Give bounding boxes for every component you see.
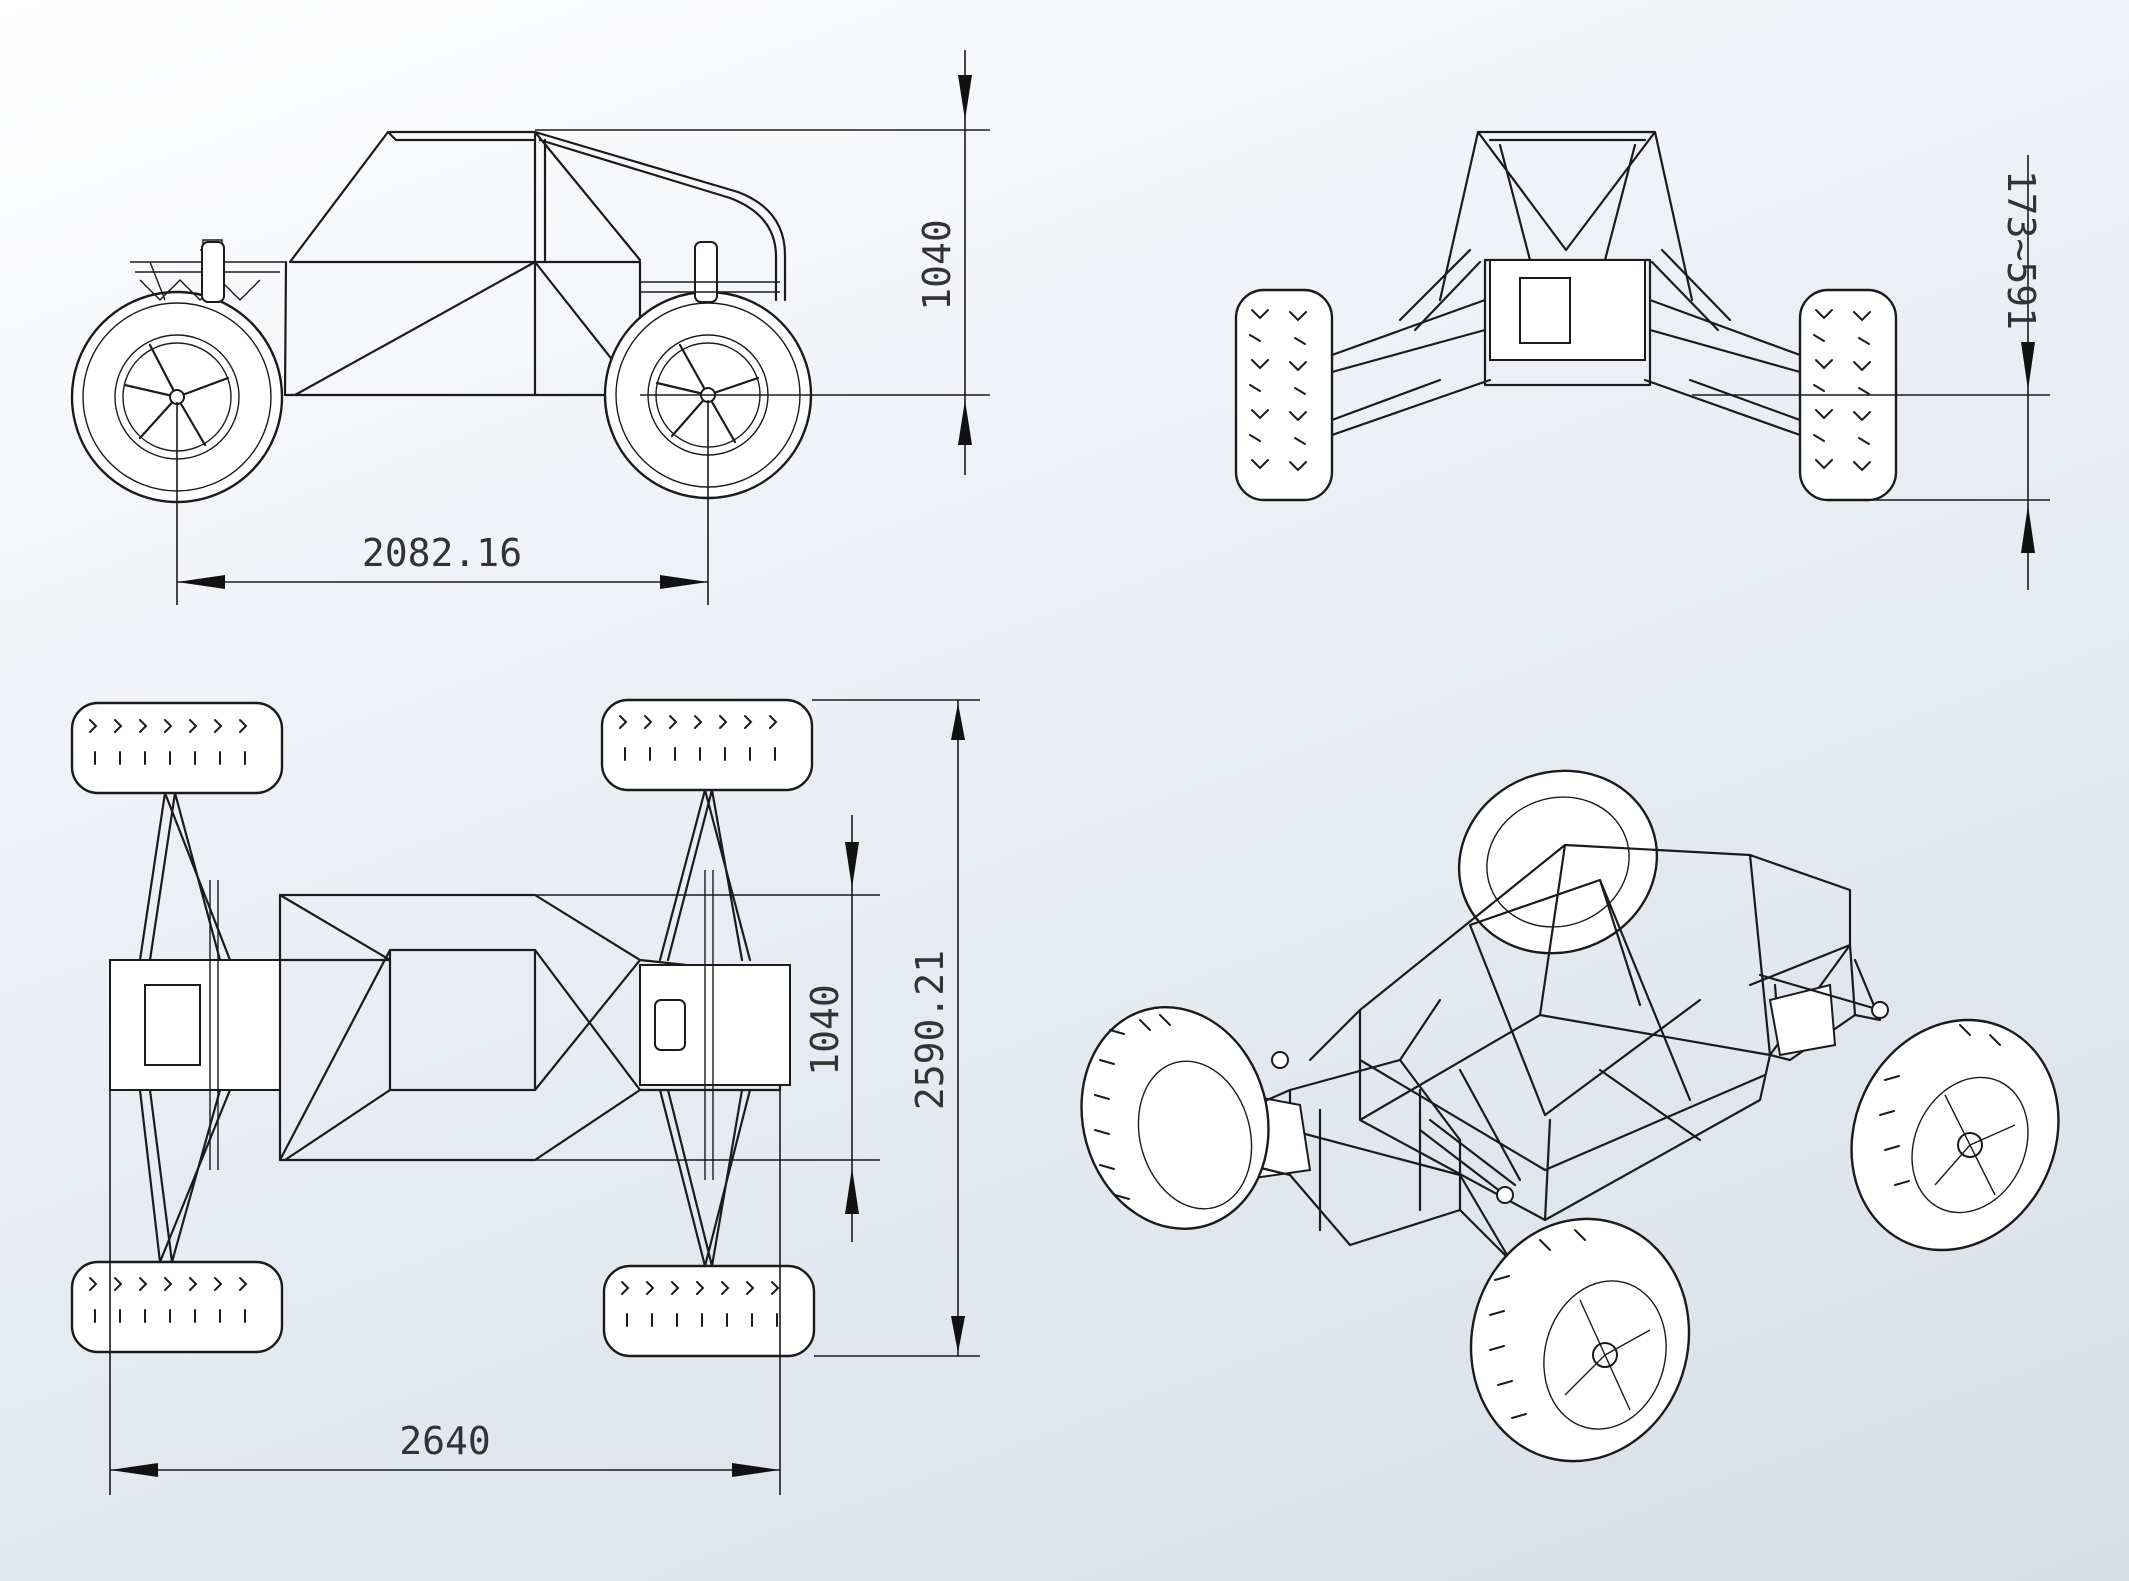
iso-roll-cage — [1358, 843, 1852, 1222]
iso-front-subframe — [1288, 1058, 1462, 1247]
isometric-view — [1080, 769, 2060, 1463]
top-inner-width-dimension: 1040 — [535, 815, 880, 1242]
top-view: 1040 2590.21 2640 — [70, 698, 980, 1495]
front-clearance-label: 173~591 — [1999, 170, 2043, 330]
side-front-arms — [640, 281, 780, 293]
top-tire-rear-bottom — [70, 1260, 284, 1354]
side-rear-wheel — [70, 290, 284, 504]
side-height-label: 1040 — [915, 219, 959, 311]
top-overall-length-label: 2640 — [399, 1419, 491, 1463]
side-wheelbase-dimension: 2082.16 — [176, 400, 709, 605]
top-tire-rear-top — [70, 701, 284, 795]
top-tire-front-bottom — [602, 1264, 816, 1358]
side-height-dimension: 1040 — [535, 50, 990, 475]
side-wheelbase-label: 2082.16 — [362, 531, 522, 575]
front-shocks — [1398, 248, 1732, 332]
iso-rear-motor — [1768, 983, 1837, 1057]
iso-tire-left — [1080, 1006, 1270, 1230]
front-view: 173~591 — [1234, 130, 2050, 590]
front-a-arms — [1330, 298, 1802, 437]
side-view: 1040 2082.16 — [70, 50, 990, 605]
front-left-tire — [1234, 288, 1334, 502]
iso-tire-right — [1850, 1018, 2060, 1252]
side-roll-cage — [283, 130, 787, 402]
top-overall-width-label: 2590.21 — [908, 950, 952, 1110]
side-front-shock — [694, 241, 718, 303]
top-overall-length-dimension: 2640 — [109, 1090, 781, 1495]
iso-tire-bottom — [1469, 1217, 1691, 1463]
side-rear-shock — [201, 241, 225, 303]
top-inner-width-label: 1040 — [803, 984, 847, 1076]
top-overall-width-dimension: 2590.21 — [812, 699, 980, 1357]
iso-shocks — [1418, 973, 1882, 1197]
top-front-suspension — [658, 788, 752, 1268]
front-clearance-dimension: 173~591 — [1692, 155, 2050, 590]
top-tire-front-top — [600, 698, 814, 792]
top-rear-suspension — [138, 791, 232, 1264]
iso-tire-back — [1457, 769, 1659, 955]
